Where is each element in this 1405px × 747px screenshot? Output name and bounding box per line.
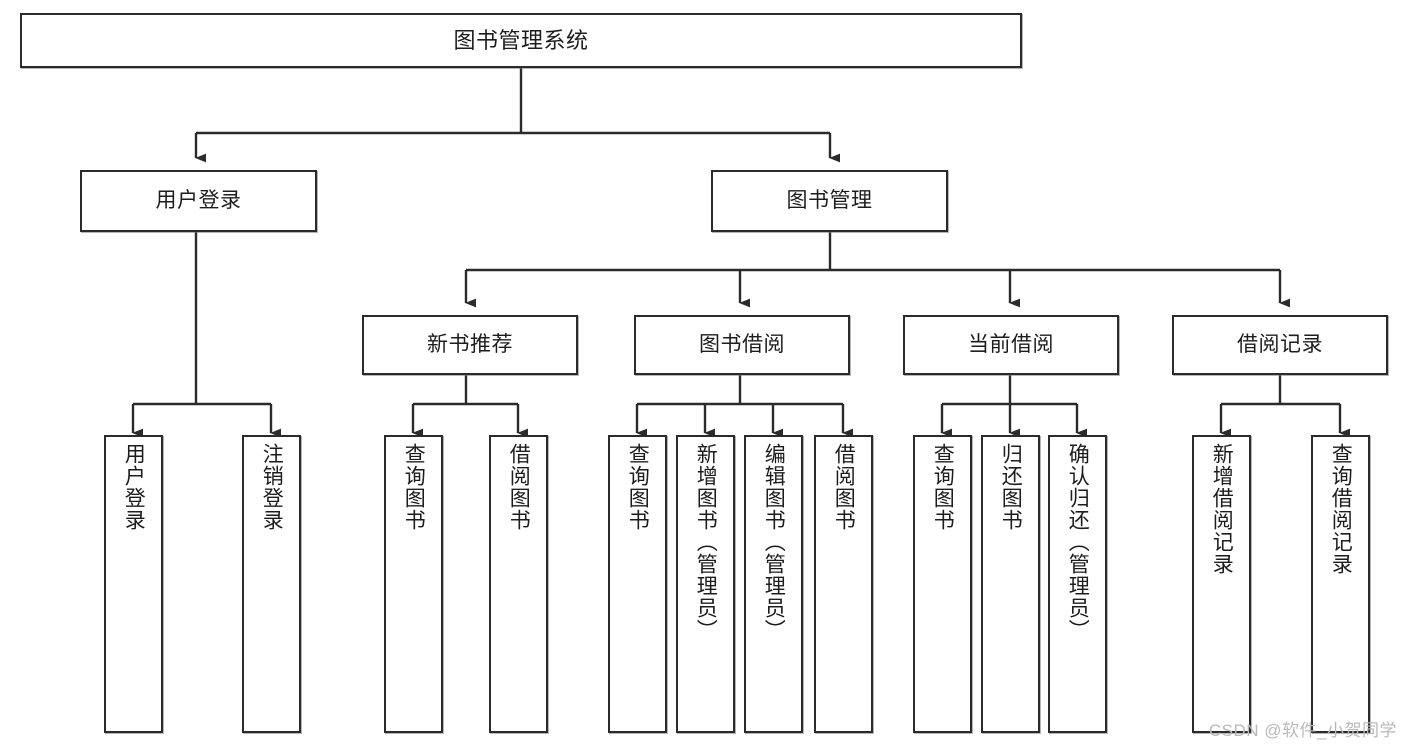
leaf-query-borrow-record-label: 查询借阅记录 <box>1329 443 1353 575</box>
leaf-add-borrow-record-label: 新增借阅记录 <box>1210 443 1234 575</box>
leaf-logout-label: 注销登录 <box>260 443 284 531</box>
leaf-borrow-book-recommend[interactable]: 借阅图书 <box>489 435 548 733</box>
leaf-query-book-recommend-label: 查询图书 <box>402 443 426 531</box>
leaf-add-borrow-record[interactable]: 新增借阅记录 <box>1192 435 1251 733</box>
node-book-borrow-label: 图书借阅 <box>699 332 785 356</box>
node-current-borrow[interactable]: 当前借阅 <box>903 315 1119 375</box>
leaf-return-book-label: 归还图书 <box>999 443 1023 531</box>
node-root[interactable]: 图书管理系统 <box>20 13 1022 68</box>
leaf-query-book-current-label: 查询图书 <box>931 443 955 531</box>
node-book-management[interactable]: 图书管理 <box>711 170 948 232</box>
leaf-borrow-book-label: 借阅图书 <box>832 443 856 531</box>
leaf-query-book-recommend[interactable]: 查询图书 <box>384 435 443 733</box>
leaf-confirm-return-admin-label: 确认归还（管理员） <box>1066 443 1090 641</box>
node-new-book-recommend-label: 新书推荐 <box>427 332 513 356</box>
node-book-management-label: 图书管理 <box>786 188 873 212</box>
leaf-query-borrow-record[interactable]: 查询借阅记录 <box>1311 435 1370 733</box>
leaf-add-book-admin[interactable]: 新增图书（管理员） <box>676 435 735 733</box>
leaf-query-book-current[interactable]: 查询图书 <box>913 435 972 733</box>
leaf-return-book[interactable]: 归还图书 <box>981 435 1040 733</box>
leaf-user-login[interactable]: 用户登录 <box>104 435 163 733</box>
node-user-login[interactable]: 用户登录 <box>80 170 317 232</box>
leaf-logout[interactable]: 注销登录 <box>242 435 301 733</box>
node-borrow-record[interactable]: 借阅记录 <box>1172 315 1388 375</box>
node-user-login-label: 用户登录 <box>155 188 242 212</box>
node-current-borrow-label: 当前借阅 <box>968 332 1054 356</box>
watermark-text: CSDN @软件_小贺同学 <box>1208 721 1397 740</box>
node-new-book-recommend[interactable]: 新书推荐 <box>362 315 578 375</box>
leaf-query-book-borrow-label: 查询图书 <box>626 443 650 531</box>
leaf-borrow-book[interactable]: 借阅图书 <box>814 435 873 733</box>
leaf-edit-book-admin-label: 编辑图书（管理员） <box>762 443 786 641</box>
leaf-add-book-admin-label: 新增图书（管理员） <box>694 443 718 641</box>
node-book-borrow[interactable]: 图书借阅 <box>634 315 850 375</box>
leaf-borrow-book-recommend-label: 借阅图书 <box>507 443 531 531</box>
leaf-confirm-return-admin[interactable]: 确认归还（管理员） <box>1048 435 1107 733</box>
node-borrow-record-label: 借阅记录 <box>1237 332 1323 356</box>
leaf-edit-book-admin[interactable]: 编辑图书（管理员） <box>744 435 803 733</box>
leaf-user-login-label: 用户登录 <box>122 443 146 531</box>
node-root-label: 图书管理系统 <box>453 27 589 53</box>
leaf-query-book-borrow[interactable]: 查询图书 <box>608 435 667 733</box>
